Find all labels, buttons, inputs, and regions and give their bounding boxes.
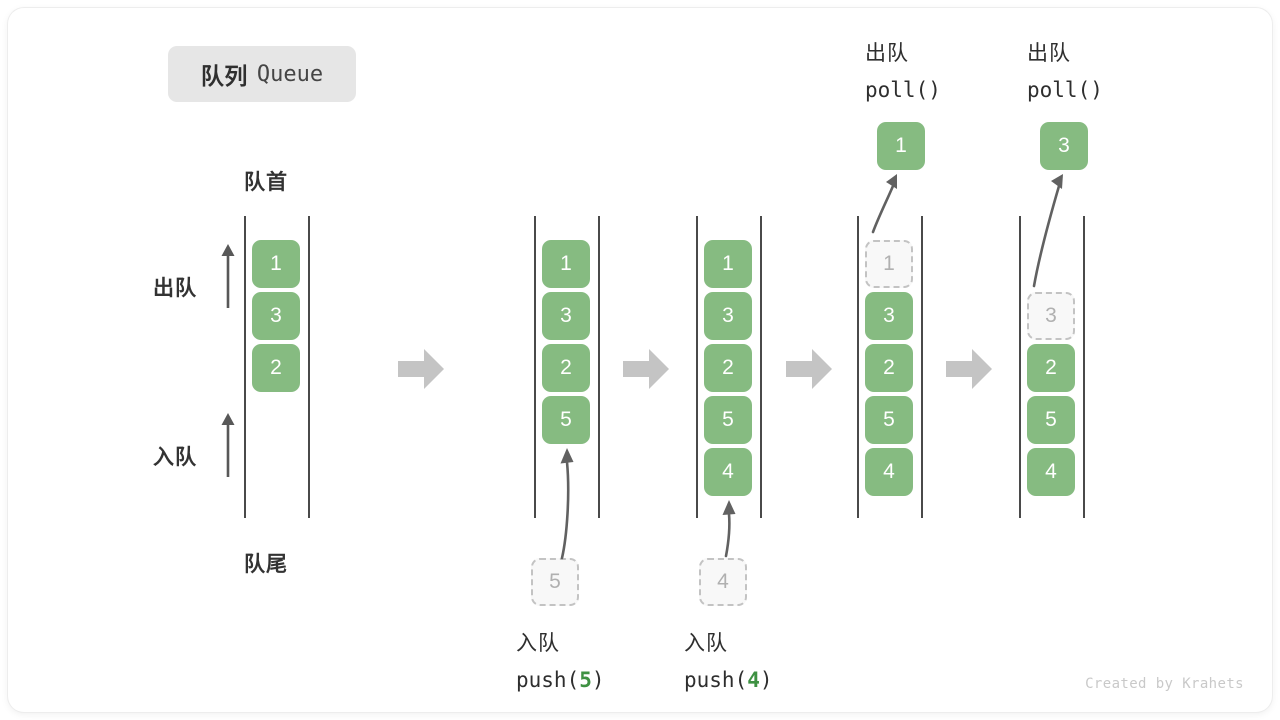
transition-arrow-icon xyxy=(623,349,669,389)
rail-left xyxy=(696,216,698,518)
rear-label: 队尾 xyxy=(244,553,288,576)
push-5-caption-code: push(5) xyxy=(516,668,605,692)
push-5-caption-cn: 入队 xyxy=(516,632,560,655)
diagram-title: 队列 Queue xyxy=(168,46,356,102)
poll-1-caption-cn: 出队 xyxy=(865,42,909,65)
queue-slot: 3 xyxy=(252,292,300,340)
queue-slot: 5 xyxy=(542,396,590,444)
queue-slot: 5 xyxy=(865,396,913,444)
poll-arrow-icon xyxy=(1026,172,1078,288)
poll-1-caption: 出队 poll() xyxy=(865,36,941,108)
dequeue-direction-label: 出队 xyxy=(153,277,197,300)
push-5-caption: 入队 push(5) xyxy=(516,626,605,698)
rail-right xyxy=(308,216,310,518)
poll-arrow-icon xyxy=(863,172,911,234)
rail-left xyxy=(1019,216,1021,518)
rail-left xyxy=(244,216,246,518)
queue-column-after-push-5: 1 3 2 5 xyxy=(534,216,600,518)
rail-left xyxy=(857,216,859,518)
title-chinese: 队列 xyxy=(200,63,248,89)
rail-right xyxy=(760,216,762,518)
queue-slot: 2 xyxy=(704,344,752,392)
push-4-caption-cn: 入队 xyxy=(684,632,728,655)
queue-slot-removed: 3 xyxy=(1027,292,1075,340)
queue-slot: 1 xyxy=(704,240,752,288)
queue-slot: 2 xyxy=(542,344,590,392)
queue-slot: 3 xyxy=(542,292,590,340)
queue-slot: 4 xyxy=(704,448,752,496)
incoming-element-4: 4 xyxy=(699,558,747,606)
title-english: Queue xyxy=(256,61,324,87)
polled-element-1: 1 xyxy=(877,122,925,170)
enqueue-direction-label: 入队 xyxy=(153,446,197,469)
queue-slot: 4 xyxy=(865,448,913,496)
rail-right xyxy=(1083,216,1085,518)
queue-slot: 2 xyxy=(865,344,913,392)
rail-left xyxy=(534,216,536,518)
push-4-caption: 入队 push(4) xyxy=(684,626,773,698)
incoming-element-5: 5 xyxy=(531,558,579,606)
dequeue-direction-arrow-icon xyxy=(220,242,236,308)
queue-column-after-poll-3: 3 2 5 4 xyxy=(1019,216,1085,518)
queue-slot: 3 xyxy=(865,292,913,340)
diagram-card: 队列 Queue 队首 队尾 出队 入队 1 3 2 xyxy=(8,8,1272,712)
rail-right xyxy=(598,216,600,518)
queue-slot: 5 xyxy=(704,396,752,444)
queue-slot: 3 xyxy=(704,292,752,340)
poll-3-caption-cn: 出队 xyxy=(1027,42,1071,65)
credit-text: Created by Krahets xyxy=(1085,676,1244,692)
queue-column-after-poll-1: 1 3 2 5 4 xyxy=(857,216,923,518)
polled-element-3: 3 xyxy=(1040,122,1088,170)
queue-column-after-push-4: 1 3 2 5 4 xyxy=(696,216,762,518)
poll-3-caption-code: poll() xyxy=(1027,78,1103,102)
push-4-caption-code: push(4) xyxy=(684,668,773,692)
push-arrow-icon xyxy=(714,496,750,558)
queue-slot: 1 xyxy=(542,240,590,288)
rail-right xyxy=(921,216,923,518)
push-arrow-icon xyxy=(548,444,588,560)
poll-1-caption-code: poll() xyxy=(865,78,941,102)
poll-3-caption: 出队 poll() xyxy=(1027,36,1103,108)
queue-slot: 1 xyxy=(252,240,300,288)
queue-slot-removed: 1 xyxy=(865,240,913,288)
transition-arrow-icon xyxy=(946,349,992,389)
queue-slot: 5 xyxy=(1027,396,1075,444)
queue-slot: 2 xyxy=(252,344,300,392)
queue-slot: 4 xyxy=(1027,448,1075,496)
front-label: 队首 xyxy=(244,171,288,194)
transition-arrow-icon xyxy=(398,349,444,389)
transition-arrow-icon xyxy=(786,349,832,389)
queue-slot: 2 xyxy=(1027,344,1075,392)
queue-column-initial: 1 3 2 xyxy=(244,216,310,518)
enqueue-direction-arrow-icon xyxy=(220,411,236,477)
